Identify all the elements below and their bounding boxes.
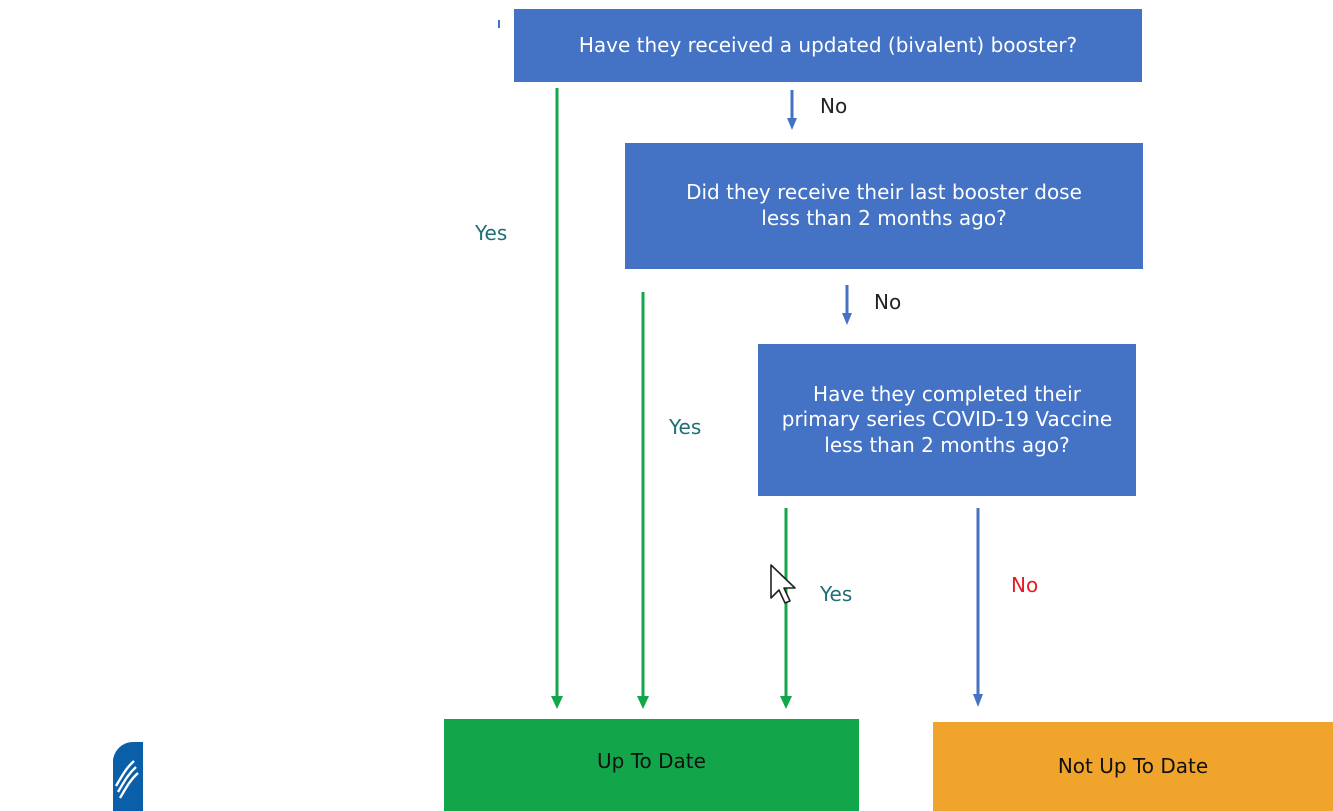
outcome-up-to-date: Up To Date xyxy=(444,719,859,811)
question-box-bivalent-booster: Have they received a updated (bivalent) … xyxy=(514,9,1142,82)
yes-arrow-q1 xyxy=(551,88,563,709)
outcome-label: Not Up To Date xyxy=(1057,753,1209,778)
tick-mark xyxy=(498,20,500,28)
outcome-not-up-to-date: Not Up To Date xyxy=(933,722,1333,811)
yes-label-q1: Yes xyxy=(475,221,508,245)
no-arrow-q3 xyxy=(973,508,983,707)
hhs-swoosh-icon xyxy=(114,760,139,799)
question-box-last-booster: Did they receive their last booster dose… xyxy=(625,143,1143,269)
question-box-primary-series: Have they completed their primary series… xyxy=(758,344,1136,496)
question-text: Have they completed their primary series… xyxy=(781,381,1113,457)
no-arrow-q2 xyxy=(842,285,852,325)
yes-arrow-q2 xyxy=(637,292,649,709)
yes-label-q2: Yes xyxy=(669,415,702,439)
no-label-q3: No xyxy=(1011,573,1039,597)
cdc-text-area xyxy=(113,742,143,811)
yes-label-q3: Yes xyxy=(820,582,853,606)
no-label-q2: No xyxy=(874,290,902,314)
no-arrow-q1 xyxy=(787,90,797,130)
outcome-label: Up To Date xyxy=(597,749,706,773)
yes-arrow-q3 xyxy=(780,508,792,709)
question-text: Did they receive their last booster dose… xyxy=(686,180,1082,230)
question-text: Have they received a updated (bivalent) … xyxy=(578,32,1078,57)
mouse-cursor-icon xyxy=(770,564,796,604)
no-label-q1: No xyxy=(820,94,848,118)
